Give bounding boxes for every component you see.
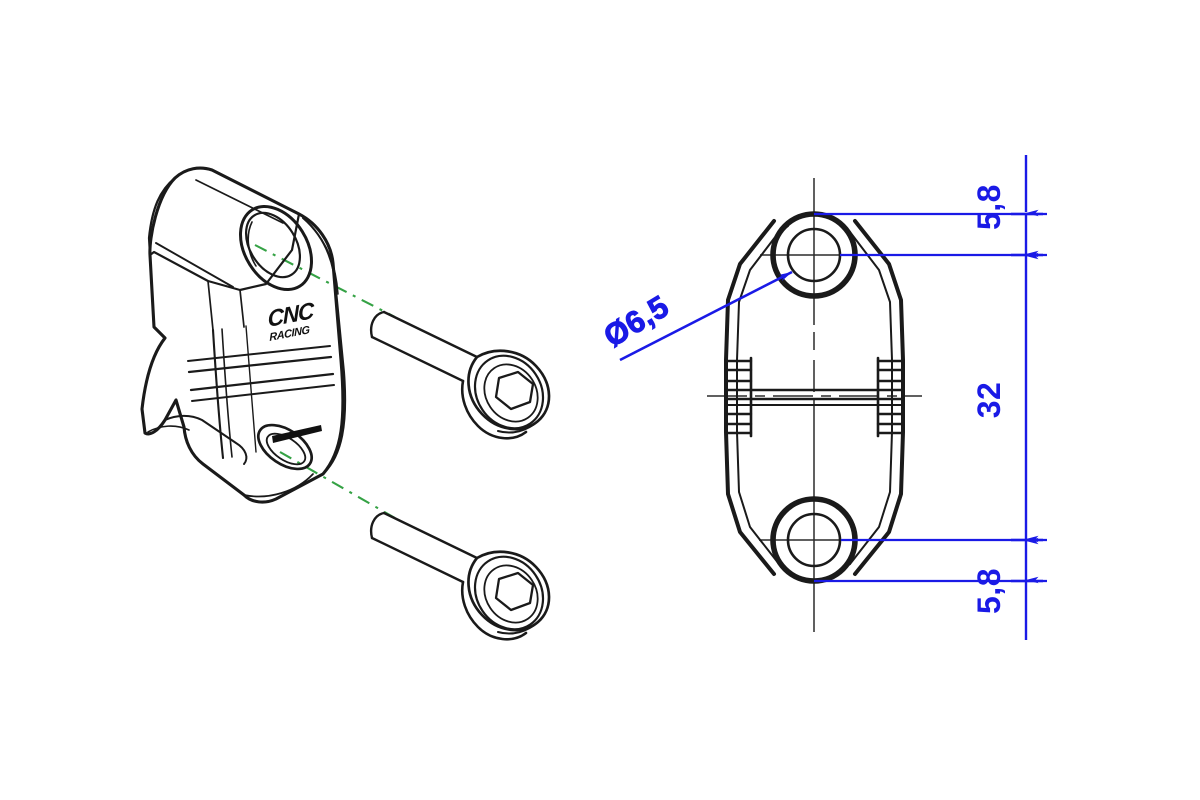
bolt-upper-head-side	[460, 379, 528, 440]
upper-bore-inner	[244, 211, 302, 279]
bolt-upper-shank-end	[370, 310, 386, 339]
front-outline-right	[853, 219, 905, 576]
assembly-axis-lower	[279, 451, 396, 519]
blend-lower-left	[778, 563, 789, 571]
assembly-axis-upper	[254, 244, 396, 318]
leader-line-dia	[619, 270, 793, 362]
clamp-top-facet-1	[155, 242, 234, 288]
exploded-isometric-view: CNC RACING	[140, 166, 551, 641]
clamp-split-line-4	[191, 384, 335, 402]
assembly-axis-lines	[254, 244, 396, 519]
clamp-bottom-lip	[243, 473, 314, 498]
clamp-split-line-3	[189, 372, 335, 392]
bolt-upper-shank-top	[382, 310, 479, 359]
clamp-top-facet-2	[195, 179, 284, 224]
bolt-lower-shank-top	[382, 511, 479, 560]
bolt-upper	[370, 310, 551, 440]
clamp-front-seam-mid	[245, 325, 257, 453]
clamp-top-facet-4	[239, 289, 245, 328]
clamp-top-face	[147, 167, 301, 292]
clamp-foot-lower-edge	[147, 425, 190, 433]
blend-upper-left	[778, 225, 789, 233]
clamp-right-flank-inner	[310, 225, 339, 295]
dimension-label-bottom-5-8: 5,8	[971, 568, 1007, 614]
clamp-split-line-2	[187, 355, 333, 374]
bolt-lower-head-ring-2	[483, 564, 539, 624]
dimension-label-top-5-8: 5,8	[971, 184, 1007, 230]
clamp-top-facet-3	[207, 280, 214, 331]
front-left-ribs	[724, 356, 753, 438]
upper-bore-outer	[239, 204, 313, 292]
clamp-body-outline	[140, 166, 345, 504]
bolt-lower-shank-bottom	[370, 536, 465, 584]
front-right-ribs	[876, 356, 905, 438]
clamp-split-line-1	[187, 345, 331, 362]
clamp-foot-upper-edge	[164, 414, 248, 465]
logo-accent-bar	[272, 425, 322, 443]
clamp-body	[140, 166, 347, 504]
front-outline-left	[724, 219, 776, 576]
bolt-upper-hex-socket	[494, 370, 535, 411]
front-inner-right	[849, 231, 893, 565]
diameter-callout-leader	[619, 270, 793, 362]
bolt-lower-hex-socket	[494, 571, 535, 612]
upper-bore-shading	[247, 221, 257, 267]
bolt-lower-head-side	[460, 580, 528, 641]
dimension-ticks	[1011, 212, 1043, 583]
lower-boss-bore	[786, 512, 842, 568]
bolt-lower-head-back	[497, 621, 539, 635]
bolt-upper-head-ring-2	[483, 363, 539, 423]
dimension-label-32: 32	[971, 382, 1007, 419]
lower-bore-inner	[265, 432, 307, 466]
blend-upper-right	[840, 225, 851, 233]
blend-lower-right	[840, 563, 851, 571]
bolt-upper-head-ring-1	[473, 354, 545, 430]
bolt-upper-head-back	[497, 420, 539, 434]
bolt-lower-head-ring-1	[473, 555, 545, 631]
bolt-lower-shank-end	[370, 511, 386, 540]
front-inner-left	[736, 231, 780, 565]
bolt-upper-shank-bottom	[370, 335, 465, 383]
bolt-lower	[370, 511, 551, 641]
